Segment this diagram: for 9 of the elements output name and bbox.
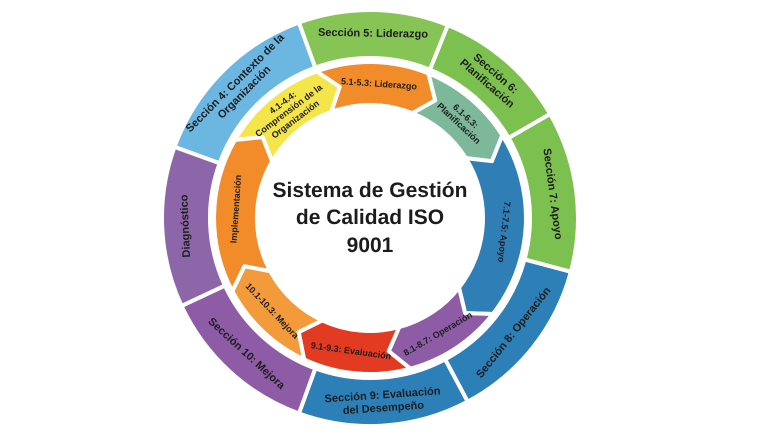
segment-label: 5.1-5.3: Liderazgo [332, 75, 426, 92]
segment-label: Diagnóstico [176, 158, 196, 294]
segment-label: 9.1-9.3: Evaluación [306, 340, 396, 362]
segment-label: Sección 7: Apoyo [537, 126, 568, 262]
segment-label: 7.1-7.5: Apoyo [492, 172, 516, 292]
segment-label: Sección 5: Liderazgo [310, 26, 436, 42]
segment-label: Sección 9: Evaluación del Desempeño [314, 384, 452, 419]
segment-label: Implementación [226, 148, 246, 269]
center-title: Sistema de Gestión de Calidad ISO 9001 [270, 177, 470, 259]
